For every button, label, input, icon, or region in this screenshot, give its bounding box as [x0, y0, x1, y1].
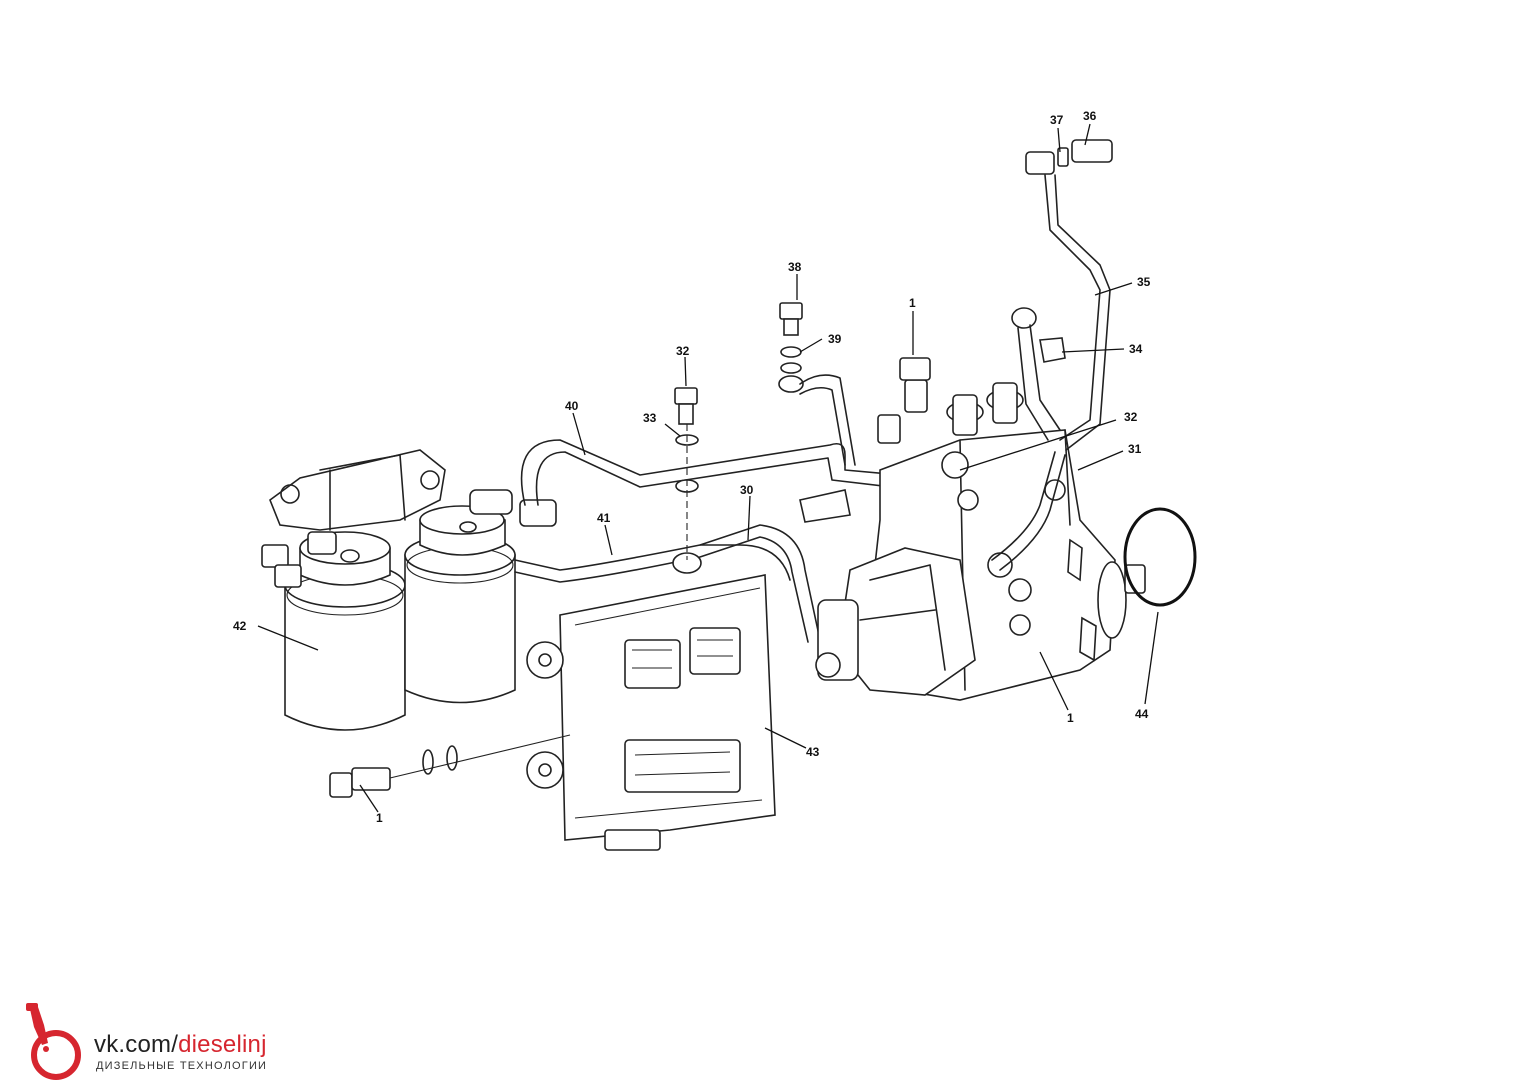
fuel-line-40 [520, 439, 901, 506]
fuel-line-34 [1011, 307, 1066, 441]
callout-32-top: 32 [676, 344, 690, 358]
banjo-bolt-38 [778, 302, 856, 523]
callout-38: 38 [788, 260, 802, 274]
callout-39: 39 [828, 332, 842, 346]
callout-44: 44 [1135, 707, 1149, 721]
callout-1-top: 1 [909, 296, 916, 310]
fuel-line-30 [699, 544, 791, 581]
brand-url-accent: dieselinj [178, 1031, 267, 1058]
callout-43: 43 [806, 745, 820, 759]
fitting-36-37 [1025, 139, 1113, 175]
callout-32-right: 32 [1124, 410, 1138, 424]
brand-watermark: vk.com/dieselinj ДИЗЕЛЬНЫЕ ТЕХНОЛОГИИ [14, 1003, 314, 1081]
callout-33: 33 [643, 411, 657, 425]
callout-31: 31 [1128, 442, 1142, 456]
fuel-line-31 [991, 451, 1066, 571]
callout-30: 30 [740, 483, 754, 497]
o-ring-44 [1123, 507, 1197, 607]
callout-leaders [257, 123, 1159, 813]
banjo-bolt-32-left [672, 387, 702, 574]
injection-pump-1 [815, 357, 1146, 701]
callout-42: 42 [233, 619, 247, 633]
callout-36: 36 [1083, 109, 1097, 123]
callout-40: 40 [565, 399, 579, 413]
control-unit-43 [526, 574, 776, 851]
injector-nozzle-icon [26, 1003, 81, 1080]
banjo-bolt-1-bottom [329, 734, 571, 798]
callout-41: 41 [597, 511, 611, 525]
fuel-line-35 [1044, 174, 1111, 451]
callout-1-right: 1 [1067, 711, 1074, 725]
callout-35: 35 [1137, 275, 1151, 289]
callout-37: 37 [1050, 113, 1064, 127]
callout-labels: 36 37 35 34 38 39 1 32 33 40 32 31 30 41… [233, 109, 1151, 825]
fuel-filter-assembly [261, 449, 557, 731]
callout-1-bottom: 1 [376, 811, 383, 825]
callout-34: 34 [1129, 342, 1143, 356]
brand-url[interactable]: vk.com/dieselinj [94, 1031, 267, 1059]
brand-url-prefix: vk.com/ [94, 1031, 179, 1058]
brand-tagline: ДИЗЕЛЬНЫЕ ТЕХНОЛОГИИ [96, 1060, 268, 1072]
